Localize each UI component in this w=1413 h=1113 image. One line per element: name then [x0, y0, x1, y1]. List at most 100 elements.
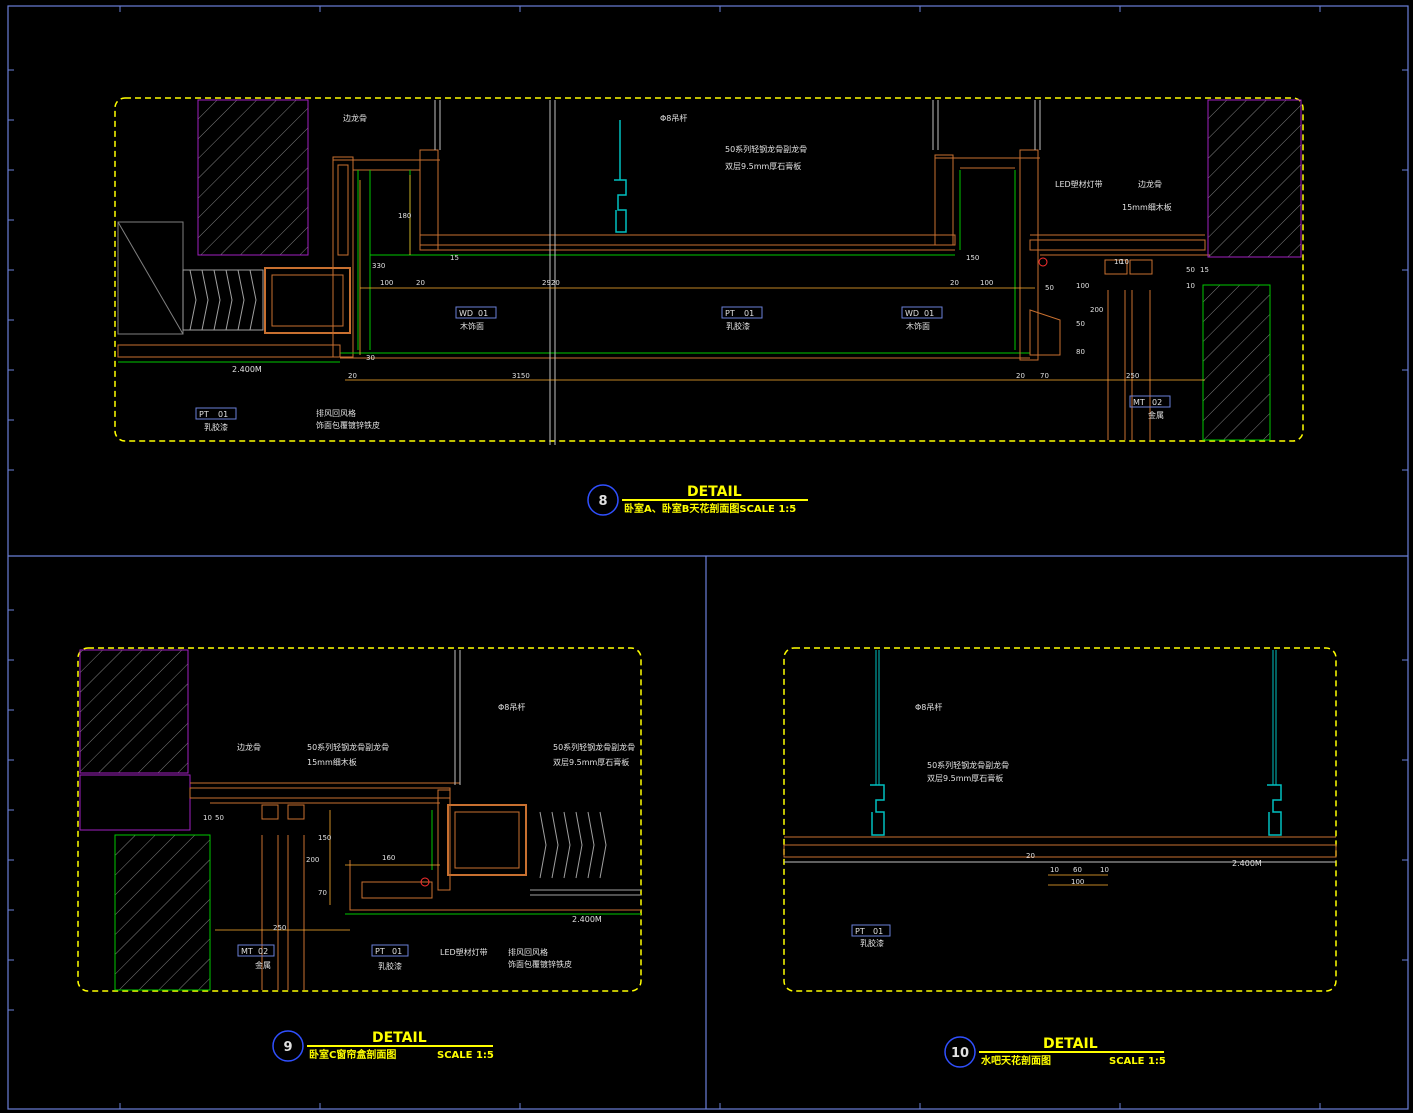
frame-tick-marks: [8, 6, 1408, 1109]
detail-subtitle: 卧室C窗帘盒剖面图: [309, 1048, 396, 1061]
label-keel2-9: 50系列轻钢龙骨副龙骨: [553, 742, 635, 752]
label-exhaust-2: 饰面包覆镀锌铁皮: [316, 420, 380, 430]
detail-label: DETAIL: [372, 1030, 427, 1046]
exhaust-duct-box: [264, 267, 351, 334]
detail-8-title: 8 DETAIL 卧室A、卧室B天花剖面图SCALE 1:5: [587, 484, 808, 516]
tag-pt-code: PT: [855, 927, 865, 936]
material-tags-9: MT 02 PT 01: [237, 944, 409, 957]
led-slot: [1029, 309, 1061, 356]
detail-number-circle: [944, 1036, 976, 1068]
label-hanger-rod: Φ8吊杆: [660, 113, 687, 123]
detail-number: 10: [951, 1046, 969, 1061]
detail-9-boundary: [77, 647, 642, 992]
tag-wd-num: 01: [924, 309, 934, 318]
pelmet-box: [447, 804, 527, 876]
hanger-clip: [614, 120, 627, 233]
dim-text: 20: [348, 372, 357, 380]
detail-number: 9: [283, 1040, 292, 1055]
label-keel: 50系列轻钢龙骨副龙骨: [725, 144, 807, 154]
hanger-rods-9: [454, 650, 461, 785]
dim-text: 20: [950, 279, 959, 287]
tag-wd-code: WD: [905, 309, 919, 318]
right-column: [1202, 284, 1271, 441]
label-led-9: LED塑材灯带: [440, 947, 488, 957]
dimension-lines-9: [215, 810, 440, 931]
label-mt-9: 金属: [255, 960, 271, 970]
label-gypsum-9: 双层9.5mm厚石膏板: [553, 757, 629, 767]
detail-subtitle: 水吧天花剖面图: [980, 1054, 1051, 1067]
label-elevation-10: 2.400M: [1232, 859, 1262, 868]
dimension-texts-9: 10 50 150 200 160 70 250: [203, 814, 395, 932]
dim-text: 10: [1114, 258, 1123, 266]
curtain-tracks-9: [261, 804, 305, 990]
left-soffit-green: [357, 170, 411, 350]
label-pt-9: 乳胶漆: [378, 961, 402, 971]
dim-text: 20: [1016, 372, 1025, 380]
tag-wd-num: 01: [478, 309, 488, 318]
dim-text: 70: [1040, 372, 1049, 380]
dim-text: 100: [1076, 282, 1089, 290]
label-hanger-rod-10: Φ8吊杆: [915, 702, 942, 712]
dim-text: 180: [398, 212, 411, 220]
detail-scale: SCALE 1:5: [1109, 1056, 1166, 1067]
dim-text: 15: [450, 254, 459, 262]
detail-9-title: 9 DETAIL 卧室C窗帘盒剖面图 SCALE 1:5: [272, 1030, 494, 1062]
dim-text: 200: [306, 856, 319, 864]
label-edge-keel-9: 边龙骨: [237, 742, 261, 752]
detail-10: Φ8吊杆 50系列轻钢龙骨副龙骨 双层9.5mm厚石膏板 2.400M 乳胶漆 …: [783, 647, 1337, 1068]
right-board: [1029, 234, 1210, 256]
label-led: LED塑材灯带: [1055, 179, 1103, 189]
hanger-rods-10: [870, 650, 1282, 836]
dim-text: 80: [1076, 348, 1085, 356]
wall-hatch-top: [79, 649, 189, 774]
wall-hatch-bottom: [114, 834, 211, 991]
label-gypsum: 双层9.5mm厚石膏板: [725, 161, 801, 171]
right-soffit: [934, 149, 1040, 361]
tag-pt-code: PT: [375, 947, 385, 956]
detail-scale: SCALE 1:5: [437, 1050, 494, 1061]
dim-text: 10: [1050, 866, 1059, 874]
dimension-texts-10: 10 60 10 100 20: [1026, 852, 1109, 886]
dim-text: 3150: [512, 372, 530, 380]
detail-10-title: 10 DETAIL 水吧天花剖面图 SCALE 1:5: [944, 1036, 1166, 1068]
label-edge-keel-left: 边龙骨: [343, 113, 367, 123]
label-edge-keel-right: 边龙骨: [1138, 179, 1162, 189]
dim-text: 20: [1026, 852, 1035, 860]
label-wd-right: 木饰面: [906, 321, 930, 331]
dim-text: 250: [273, 924, 286, 932]
dim-text: 50: [215, 814, 224, 822]
tag-pt-num: 01: [744, 309, 754, 318]
tag-pt-num: 01: [873, 927, 883, 936]
label-wd-left: 木饰面: [460, 321, 484, 331]
dim-text: 200: [1090, 306, 1103, 314]
dim-text: 50: [1186, 266, 1195, 274]
detail-8-boundary: [114, 97, 1304, 442]
dim-text: 250: [1126, 372, 1139, 380]
detail-number-circle: [272, 1030, 304, 1062]
dim-text: 10: [1120, 258, 1129, 266]
detail-number: 8: [598, 494, 607, 509]
detail-label: DETAIL: [687, 484, 742, 500]
label-exhaust2-9: 饰面包覆镀锌铁皮: [508, 959, 572, 969]
purple-beam: [79, 774, 191, 831]
label-exhaust-1: 排风回风格: [316, 408, 356, 418]
right-soffit-green: [959, 170, 1016, 350]
label-gypsum-10: 双层9.5mm厚石膏板: [927, 773, 1003, 783]
label-elevation: 2.400M: [232, 365, 262, 374]
dim-text: 100: [1071, 878, 1084, 886]
main-ceiling-board: [419, 234, 956, 251]
label-board: 15mm细木板: [1122, 202, 1172, 212]
exhaust-grille-left: [182, 269, 264, 331]
dim-text: 330: [372, 262, 385, 270]
sheet-frame: [7, 5, 1409, 1110]
detail-9: 边龙骨 50系列轻钢龙骨副龙骨 15mm细木板 Φ8吊杆 50系列轻钢龙骨副龙骨…: [77, 647, 642, 1062]
tag-mt-num: 02: [258, 947, 268, 956]
tag-pt-num: 01: [392, 947, 402, 956]
dim-text: 10: [1100, 866, 1109, 874]
floor-band-left: [117, 344, 341, 363]
dim-text: 50: [1045, 284, 1054, 292]
dimension-texts: 100 20 2920 20 100 3150 20 20 70 250 330…: [348, 212, 1209, 380]
label-keel-10: 50系列轻钢龙骨副龙骨: [927, 760, 1009, 770]
detail-10-boundary: [783, 647, 1337, 992]
